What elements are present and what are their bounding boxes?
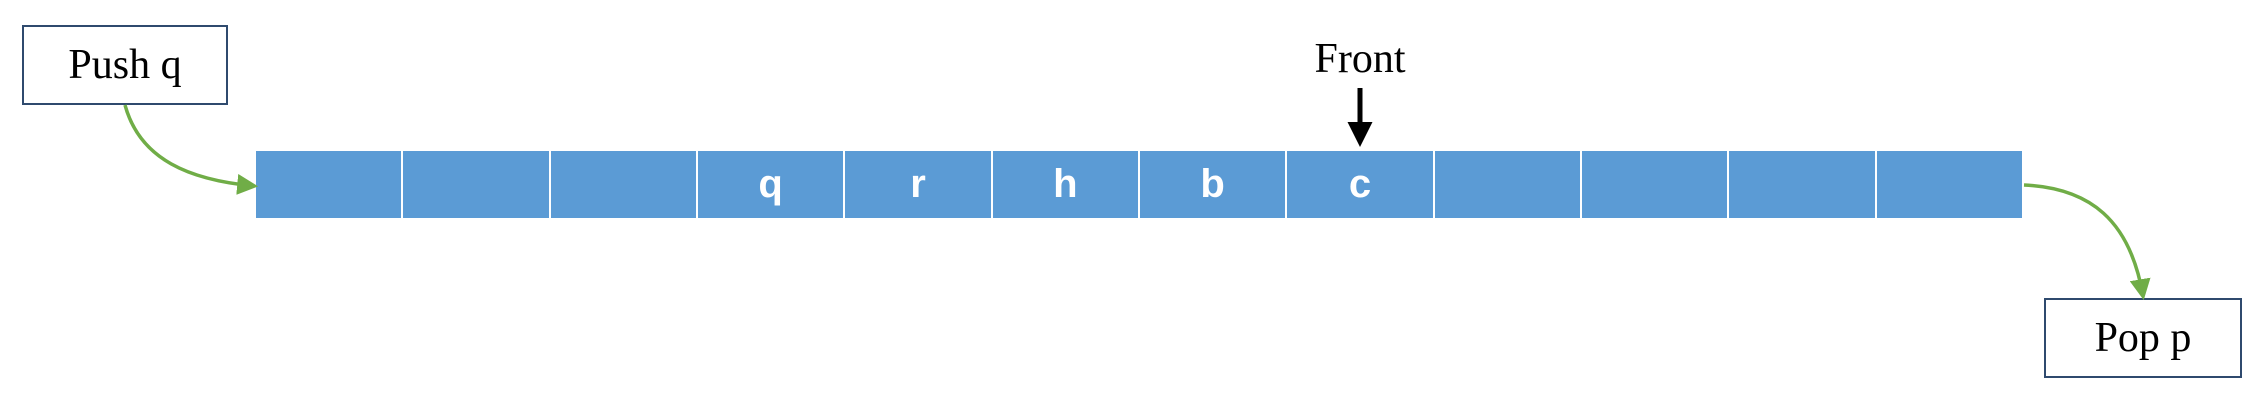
queue-cell: b: [1139, 151, 1288, 218]
queue-cell: [1581, 151, 1730, 218]
queue-cell: q: [697, 151, 846, 218]
push-label: Push q: [68, 42, 182, 88]
queue-array: q r h b c: [256, 151, 2022, 218]
queue-cell: [256, 151, 404, 218]
push-q-box: Push q: [22, 25, 228, 105]
queue-cell: [550, 151, 698, 218]
pop-p-box: Pop p: [2044, 298, 2242, 378]
front-label: Front: [1314, 36, 1406, 82]
queue-cell: h: [992, 151, 1140, 218]
queue-cell: r: [845, 151, 993, 218]
queue-cell: [1729, 151, 1877, 218]
queue-cell: [403, 151, 551, 218]
pop-arrow: [2023, 183, 2151, 301]
queue-cell: [1876, 151, 2022, 218]
pop-label: Pop p: [2094, 315, 2192, 361]
queue-cell: [1434, 151, 1582, 218]
push-arrow: [123, 104, 259, 195]
queue-cell: c: [1287, 151, 1435, 218]
